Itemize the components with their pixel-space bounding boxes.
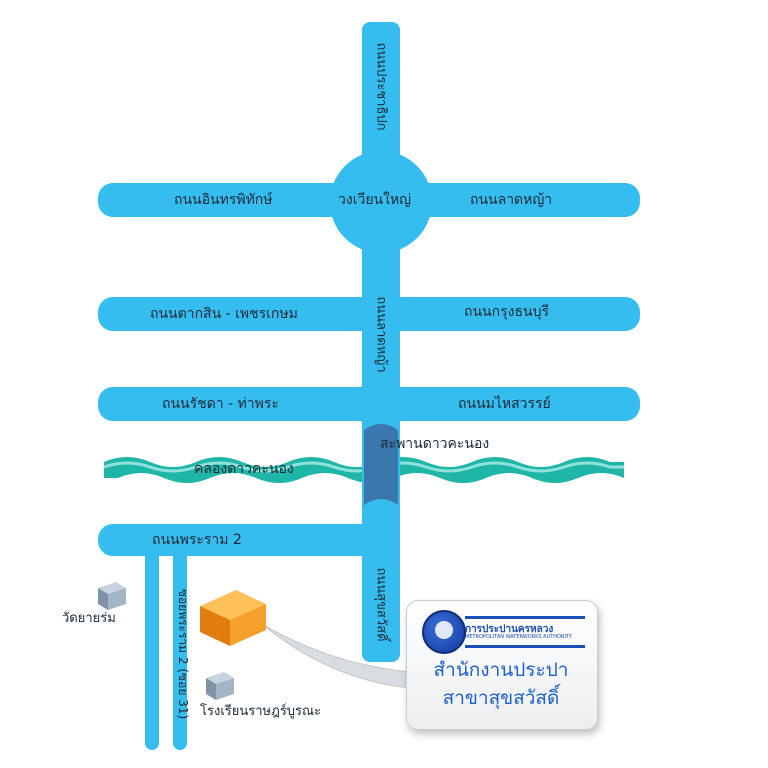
label-taksin: ถนนตากสิน - เพชรเกษม <box>150 306 298 322</box>
label-suksawat: ถนนสุขสวัสดิ์ <box>373 567 389 642</box>
label-school: โรงเรียนราษฎร์บูรณะ <box>200 704 322 719</box>
mwa-brand: การประปานครหลวง METROPOLITAN WATERWORKS … <box>465 616 585 648</box>
mwa-logo-icon <box>422 610 466 654</box>
label-roundabout: วงเวียนใหญ่ <box>338 192 412 208</box>
temple-building-icon <box>98 582 126 610</box>
road-soi-west <box>145 540 159 750</box>
label-mahaisawan: ถนนมไหสวรรย์ <box>458 396 551 412</box>
bridge <box>364 424 398 505</box>
roundabout-circle <box>330 151 432 253</box>
label-bridge: สะพานดาวคะนอง <box>380 436 490 452</box>
label-rama2: ถนนพระราม 2 <box>152 532 242 548</box>
road-soi-31 <box>173 540 187 750</box>
office-building-icon[interactable] <box>196 584 270 648</box>
mwa-brand-name: การประปานครหลวง <box>465 624 554 635</box>
road-ratchada-mahaisawan <box>98 387 640 421</box>
office-name-line1: สำนักงานประปา <box>433 659 569 681</box>
label-latya-vertical: ถนนลาดหญ้า <box>373 296 389 373</box>
label-inthara: ถนนอินทรพิทักษ์ <box>174 192 273 208</box>
canal-highlight <box>103 461 624 473</box>
label-soi-31: ซอยพระราม 2 (ซอย 31) <box>176 588 190 720</box>
label-temple: วัดยายร่ม <box>62 611 116 626</box>
school-building-icon <box>206 672 234 700</box>
road-taksin-krungthonburi <box>98 297 640 331</box>
label-krungthonburi: ถนนกรุงธนบุรี <box>464 304 549 320</box>
mwa-brand-sub: METROPOLITAN WATERWORKS AUTHORITY <box>465 634 573 640</box>
label-latya: ถนนลาดหญ้า <box>470 192 553 208</box>
label-canal: คลองดาวคะนอง <box>194 461 294 477</box>
label-prachathipok: ถนนประชาธิปก <box>373 42 389 131</box>
office-name-line2: สาขาสุขสวัสดิ์ <box>442 687 560 709</box>
label-ratchada: ถนนรัชดา - ท่าพระ <box>162 396 279 412</box>
